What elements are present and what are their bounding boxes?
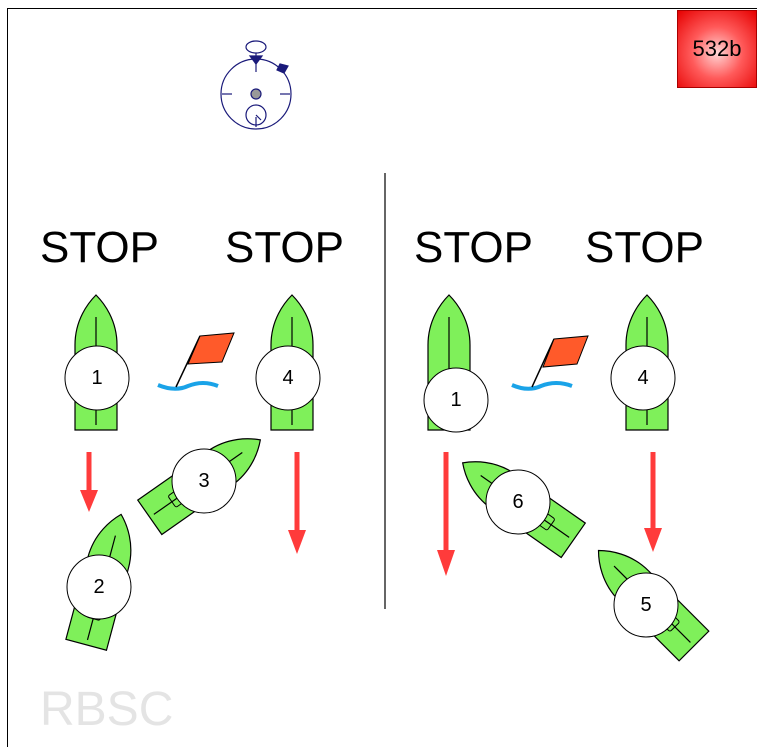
- arrow-down-icon: [288, 452, 306, 554]
- arrow-down-icon: [644, 452, 662, 552]
- stop-heading: STOP: [585, 223, 705, 272]
- boat-number-disc: [66, 554, 132, 620]
- boat-left-1: 1: [64, 294, 130, 431]
- stopwatch-icon: [220, 40, 292, 130]
- boat-number-disc: [485, 469, 551, 535]
- boat-number-disc: [255, 345, 321, 411]
- diagram-frame: [7, 8, 757, 747]
- boat-number-disc: [171, 448, 237, 514]
- boat-number-disc: [64, 345, 130, 411]
- page-badge: 532b: [677, 10, 757, 88]
- boat-right-4: 4: [610, 294, 676, 431]
- watermark: RBSC: [40, 683, 174, 736]
- flag-icon: [511, 335, 589, 391]
- flag-icon: [157, 332, 235, 391]
- boat-number-label: 4: [637, 367, 648, 389]
- boat-number-label: 2: [93, 576, 104, 598]
- boat-number-label: 6: [512, 491, 523, 513]
- arrow-down-icon: [80, 452, 98, 512]
- stop-heading: STOP: [225, 223, 345, 272]
- boat-number-label: 1: [450, 389, 461, 411]
- arrow-down-icon: [437, 452, 455, 576]
- boat-number-label: 5: [640, 594, 651, 616]
- stop-heading: STOP: [414, 223, 534, 272]
- boat-left-2: 2: [65, 508, 143, 651]
- boat-left-4: 4: [255, 294, 321, 431]
- stop-heading: STOP: [40, 223, 160, 272]
- boat-number-label: 1: [91, 367, 102, 389]
- boat-number-disc: [610, 345, 676, 411]
- boat-right-6: 6: [450, 445, 586, 559]
- boat-number-disc: [613, 572, 679, 638]
- boat-right-5: 5: [583, 535, 710, 662]
- boat-right-1: 1: [423, 294, 489, 433]
- boat-number-disc: [423, 367, 489, 433]
- boat-number-label: 3: [198, 470, 209, 492]
- boat-left-3: 3: [137, 422, 273, 536]
- boat-number-label: 4: [282, 367, 293, 389]
